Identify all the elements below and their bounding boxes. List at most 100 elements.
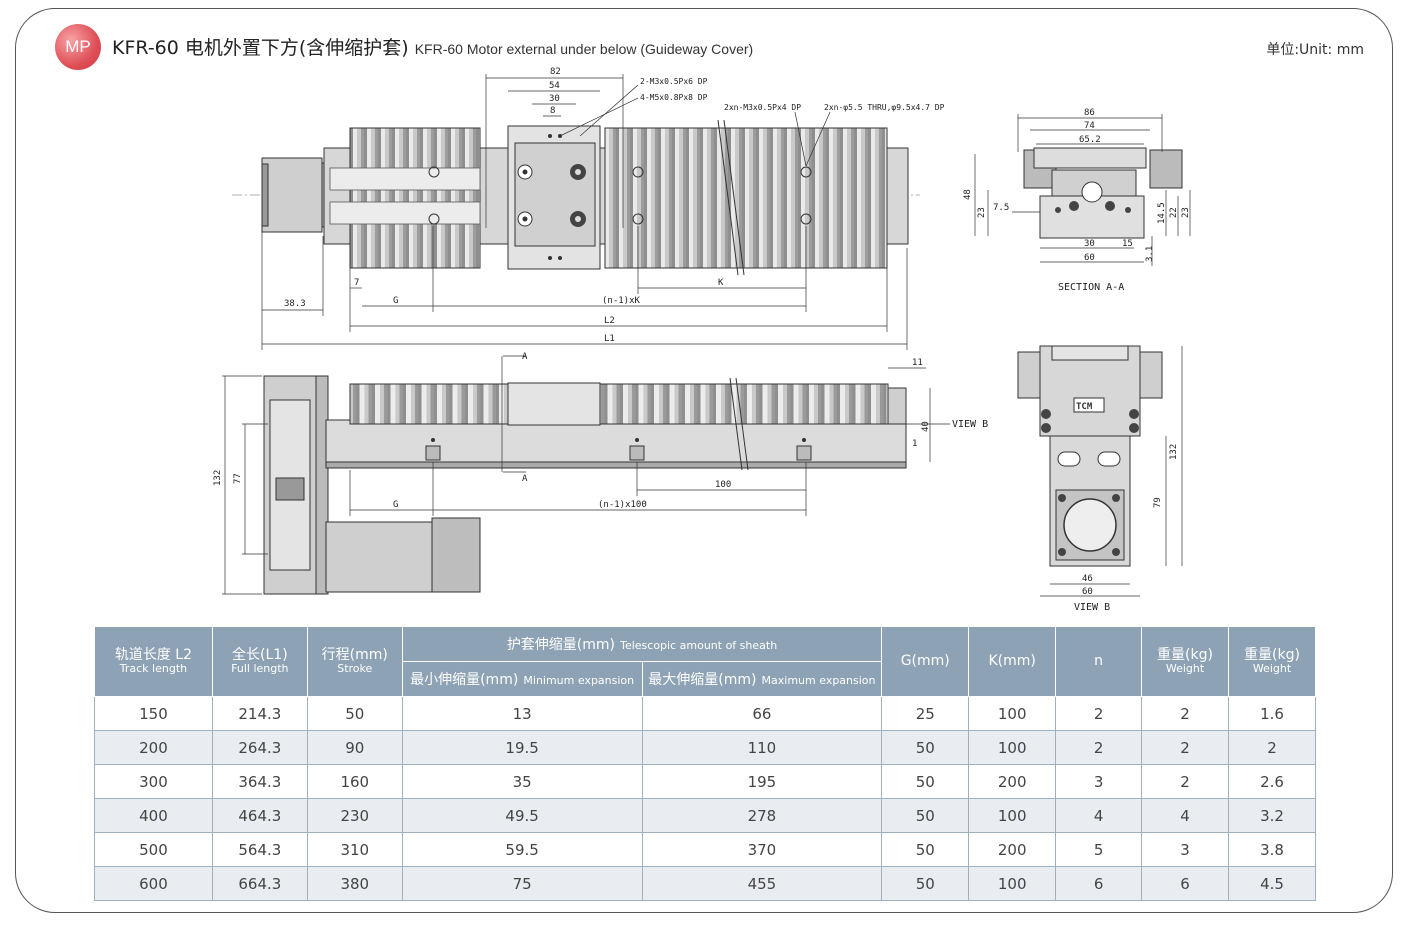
table-cell: 19.5 <box>401 730 643 765</box>
table-cell: 200 <box>94 730 213 765</box>
top-view: 82 54 30 8 2-M3x0.5Px6 DP 4-M5x0.8Px8 DP… <box>232 67 945 350</box>
side-dim-40: 40 <box>921 421 931 432</box>
arrow-a-bottom: A <box>522 474 528 484</box>
vb-dim-132: 132 <box>1169 444 1179 460</box>
col-weight-1: 重量(kg)Weight <box>1141 626 1229 697</box>
table-cell: 50 <box>881 730 970 765</box>
vb-dim-79: 79 <box>1153 497 1163 508</box>
note-2n-m3: 2xn-M3x0.5Px4 DP <box>724 103 801 112</box>
col-stroke: 行程(mm)Stroke <box>306 626 403 697</box>
table-cell: 50 <box>881 832 970 867</box>
table-cell: 90 <box>306 730 403 765</box>
sec-dim-23-left: 23 <box>977 207 987 218</box>
table-cell: 200 <box>968 764 1057 799</box>
sec-dim-86: 86 <box>1084 108 1095 118</box>
table-cell: 50 <box>881 866 970 901</box>
table-cell: 380 <box>306 866 403 901</box>
unit-label: 单位:Unit: mm <box>1266 42 1364 58</box>
side-view: 132 77 A A 11 40 1 VIEW B G 100 (n-1)x10… <box>213 352 988 595</box>
sec-dim-23-right: 23 <box>1181 207 1191 218</box>
side-dim-1: 1 <box>912 439 917 449</box>
table-cell: 310 <box>306 832 403 867</box>
tcm-logo: TCM <box>1076 402 1093 412</box>
table-cell: 100 <box>968 730 1057 765</box>
sec-dim-15: 15 <box>1122 239 1133 249</box>
vb-dim-60: 60 <box>1082 587 1093 597</box>
page-title: KFR-60 电机外置下方(含伸缩护套) KFR-60 Motor externa… <box>112 33 753 60</box>
table-cell: 75 <box>401 866 643 901</box>
sec-dim-14-5: 14.5 <box>1157 202 1167 224</box>
title-cn: KFR-60 电机外置下方(含伸缩护套) <box>112 37 409 59</box>
table-cell: 50 <box>306 696 403 731</box>
table-cell: 200 <box>968 832 1057 867</box>
dim-l1: L1 <box>604 334 615 344</box>
table-cell: 50 <box>881 764 970 799</box>
table-cell: 3 <box>1055 764 1143 799</box>
table-cell: 400 <box>94 798 213 833</box>
table-cell: 1.6 <box>1227 696 1317 731</box>
note-m5: 4-M5x0.8Px8 DP <box>640 93 708 102</box>
sec-dim-48: 48 <box>963 189 973 200</box>
table-cell: 364.3 <box>211 764 308 799</box>
col-full-length: 全长(L1)Full length <box>211 626 308 697</box>
table-cell: 35 <box>401 764 643 799</box>
table-cell: 150 <box>94 696 213 731</box>
title-en: KFR-60 Motor external under below (Guide… <box>414 41 754 57</box>
table-cell: 264.3 <box>211 730 308 765</box>
table-cell: 464.3 <box>211 798 308 833</box>
col-k: K(mm) <box>968 626 1057 697</box>
col-max-expansion: 最大伸缩量(mm) Maximum expansion <box>641 661 883 697</box>
dim-38-3: 38.3 <box>284 299 306 309</box>
sec-dim-3-1: 3.1 <box>1145 246 1155 262</box>
table-cell: 160 <box>306 764 403 799</box>
table-cell: 500 <box>94 832 213 867</box>
table-cell: 3 <box>1141 832 1229 867</box>
side-dim-n1x100: (n-1)x100 <box>598 500 647 510</box>
table-cell: 110 <box>641 730 883 765</box>
table-cell: 4 <box>1141 798 1229 833</box>
dim-7: 7 <box>354 278 359 288</box>
sec-dim-65-2: 65.2 <box>1079 135 1101 145</box>
dim-l2: L2 <box>604 316 615 326</box>
table-cell: 66 <box>641 696 883 731</box>
table-cell: 3.2 <box>1227 798 1317 833</box>
table-cell: 4.5 <box>1227 866 1317 901</box>
table-cell: 13 <box>401 696 643 731</box>
side-dim-100: 100 <box>715 480 731 490</box>
table-cell: 6 <box>1055 866 1143 901</box>
side-dim-77: 77 <box>233 473 243 484</box>
dim-8: 8 <box>550 106 555 116</box>
table-cell: 2 <box>1141 696 1229 731</box>
dim-82: 82 <box>550 67 561 77</box>
table-cell: 195 <box>641 764 883 799</box>
table-cell: 50 <box>881 798 970 833</box>
table-cell: 25 <box>881 696 970 731</box>
table-cell: 278 <box>641 798 883 833</box>
side-dim-132: 132 <box>213 470 223 486</box>
sec-dim-74: 74 <box>1084 121 1095 131</box>
dim-n1k: (n-1)xK <box>602 296 641 306</box>
dim-k: K <box>718 278 724 288</box>
dim-30: 30 <box>549 94 560 104</box>
col-g: G(mm) <box>881 626 970 697</box>
table-cell: 564.3 <box>211 832 308 867</box>
table-cell: 370 <box>641 832 883 867</box>
note-m3: 2-M3x0.5Px6 DP <box>640 77 708 86</box>
vb-dim-46: 46 <box>1082 574 1093 584</box>
page-frame <box>15 8 1393 913</box>
sec-dim-60: 60 <box>1084 253 1095 263</box>
col-sheath: 护套伸缩量(mm) Telescopic amount of sheath <box>401 626 883 662</box>
view-b: TCM 132 79 46 60 VIEW B <box>1017 345 1183 613</box>
sec-dim-22: 22 <box>1169 207 1179 218</box>
table-cell: 214.3 <box>211 696 308 731</box>
table-cell: 600 <box>94 866 213 901</box>
table-cell: 5 <box>1055 832 1143 867</box>
table-cell: 59.5 <box>401 832 643 867</box>
side-dim-g: G <box>393 500 398 510</box>
